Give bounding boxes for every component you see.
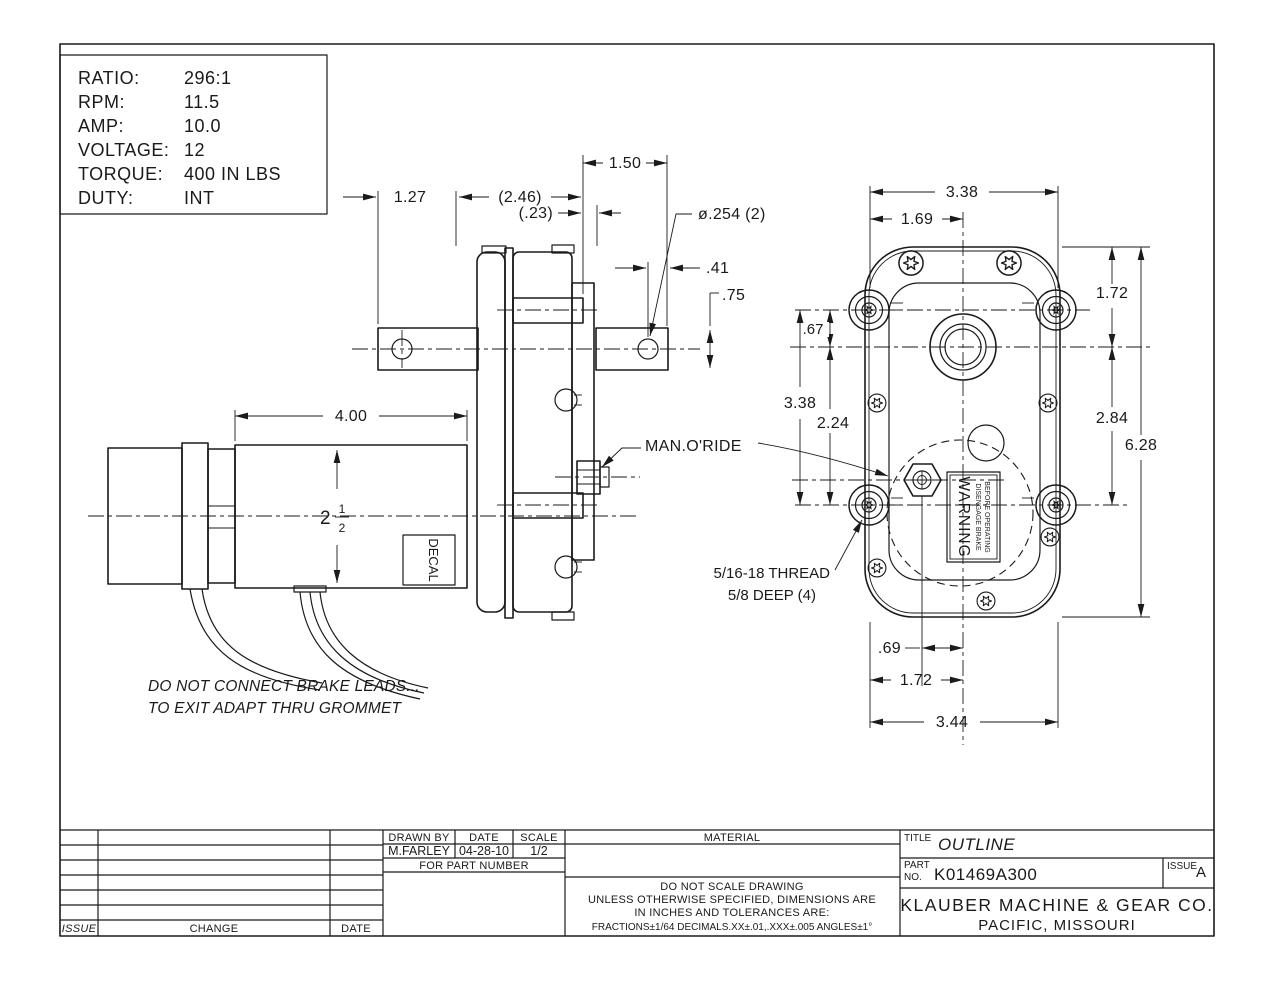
front-view-dimensions: 3.38 1.69 .67 3.38 2.24 1.72 2.84 6.28 — [714, 184, 1160, 731]
spec-label: AMP: — [78, 116, 124, 136]
spec-value: 400 IN LBS — [184, 164, 281, 184]
spec-value: 10.0 — [184, 116, 221, 136]
drawn-by-header: DRAWN BY — [388, 832, 450, 844]
tolerance-note-4: FRACTIONS±1/64 DECIMALS.XX±.01,.XXX±.005… — [592, 922, 873, 933]
spec-label: RPM: — [78, 92, 125, 112]
sheet-border — [59, 43, 1215, 937]
motor-wire — [319, 591, 429, 689]
side-view-dimensions: 1.27 (2.46) (.23) 1.50 ø.254 (2) .41 .75… — [148, 155, 889, 717]
warning-title: WARNING — [955, 476, 972, 557]
decal-label: DECAL — [426, 538, 441, 581]
material-header: MATERIAL — [704, 832, 761, 844]
dim-2-half-whole: 2 — [320, 508, 331, 529]
torx-screw — [976, 591, 996, 611]
manual-override-nut-side — [576, 460, 601, 495]
dim-6-28: 6.28 — [1125, 437, 1157, 454]
side-view: DECAL — [88, 244, 700, 700]
date-value: 04-28-10 — [459, 844, 509, 858]
motor-wire — [299, 591, 421, 700]
revision-table: ISSUE CHANGE DATE — [60, 830, 383, 936]
torx-screw — [996, 250, 1022, 276]
manual-override-callout: MAN.O'RIDE — [645, 438, 742, 455]
title-label: TITLE — [904, 833, 932, 844]
rev-date-header: DATE — [341, 923, 371, 935]
spec-table: RATIO: 296:1 RPM: 11.5 AMP: 10.0 VOLTAGE… — [59, 54, 328, 215]
company-name: KLAUBER MACHINE & GEAR CO. — [900, 895, 1213, 915]
dim-1-50: 1.50 — [609, 155, 641, 172]
scale-value: 1/2 — [530, 844, 547, 858]
dim-4-00: 4.00 — [335, 408, 367, 425]
tolerance-note-1: DO NOT SCALE DRAWING — [660, 881, 804, 893]
thread-note-line1: 5/16-18 THREAD — [714, 565, 831, 582]
brake-leads-note-line2: TO EXIT ADAPT THRU GROMMET — [148, 700, 403, 717]
motor-wire — [309, 591, 425, 694]
thread-note-line2: 5/8 DEEP (4) — [728, 587, 816, 604]
spec-value: 12 — [184, 140, 205, 160]
company-location: PACIFIC, MISSOURI — [978, 917, 1136, 934]
dim-hole-dia: ø.254 (2) — [698, 206, 766, 223]
tolerance-note-2: UNLESS OTHERWISE SPECIFIED, DIMENSIONS A… — [588, 894, 876, 906]
spec-label: DUTY: — [78, 188, 134, 208]
spec-label: RATIO: — [78, 68, 140, 88]
drawn-by-table: DRAWN BY DATE SCALE M.FARLEY 04-28-10 1/… — [383, 830, 565, 873]
dim-2-24: 2.24 — [817, 415, 849, 432]
dim-0-75: .75 — [722, 287, 745, 304]
warning-line1: DISENGAGE BRAKE — [974, 483, 981, 551]
dim-3-38-bolts: 3.38 — [784, 395, 816, 412]
dim-0-69: .69 — [878, 640, 901, 657]
title-block: ISSUE CHANGE DATE DRAWN BY DATE SCALE M.… — [60, 829, 1214, 936]
spec-label: VOLTAGE: — [78, 140, 169, 160]
rev-issue-header: ISSUE — [62, 923, 97, 935]
part-label-1: PART — [904, 860, 930, 871]
spec-label: TORQUE: — [78, 164, 163, 184]
scale-header: SCALE — [520, 832, 558, 844]
dim-1-72-right: 1.72 — [1096, 285, 1128, 302]
spec-value: 296:1 — [184, 68, 232, 88]
motor-wire — [201, 588, 323, 684]
dim-0-41: .41 — [706, 260, 729, 277]
title-section: TITLE OUTLINE PART NO. K01469A300 ISSUE … — [900, 833, 1214, 934]
dim-2-half-num: 1 — [339, 502, 346, 516]
dim-1-69: 1.69 — [901, 211, 933, 228]
date-header: DATE — [469, 832, 499, 844]
brake-housing-hidden-circle — [886, 439, 1034, 587]
drawing-title: OUTLINE — [938, 835, 1015, 854]
torx-screw — [1038, 393, 1058, 413]
warning-label: WARNING DISENGAGE BRAKE BEFORE OPERATING — [946, 471, 1001, 563]
tolerance-note-3: IN INCHES AND TOLERANCES ARE: — [634, 907, 829, 919]
torx-screw — [898, 250, 924, 276]
dim-3-44: 3.44 — [936, 714, 968, 731]
brake-leads-note-line1: DO NOT CONNECT BRAKE LEADS... — [148, 678, 420, 695]
small-boss-circle — [967, 424, 1005, 462]
spec-value: INT — [184, 188, 215, 208]
torx-screw — [867, 393, 887, 413]
part-number: K01469A300 — [934, 865, 1037, 884]
spec-value: 11.5 — [184, 92, 220, 112]
issue-label: ISSUE — [1167, 861, 1197, 872]
rev-change-header: CHANGE — [190, 923, 239, 935]
torx-screw — [867, 558, 887, 578]
wire-grommet — [293, 585, 327, 593]
dim-2-half-den: 2 — [339, 521, 346, 535]
decal-outline — [402, 534, 456, 586]
front-view: WARNING DISENGAGE BRAKE BEFORE OPERATING — [790, 212, 1150, 745]
dim-1-27: 1.27 — [394, 189, 426, 206]
dim-0-67: .67 — [803, 321, 824, 338]
dim-0-23: (.23) — [519, 205, 553, 222]
part-label-2: NO. — [904, 872, 922, 883]
dim-2-46: (2.46) — [498, 189, 542, 206]
dim-3-38-top: 3.38 — [946, 184, 978, 201]
motor-wire — [189, 588, 321, 691]
warning-line2: BEFORE OPERATING — [983, 481, 990, 552]
material-section: MATERIAL DO NOT SCALE DRAWING UNLESS OTH… — [565, 832, 900, 933]
drawn-by-value: M.FARLEY — [388, 844, 450, 858]
issue-value: A — [1196, 864, 1206, 881]
for-part-number-label: FOR PART NUMBER — [419, 860, 529, 872]
dim-1-72-bottom: 1.72 — [900, 672, 932, 689]
dim-2-84: 2.84 — [1096, 410, 1128, 427]
